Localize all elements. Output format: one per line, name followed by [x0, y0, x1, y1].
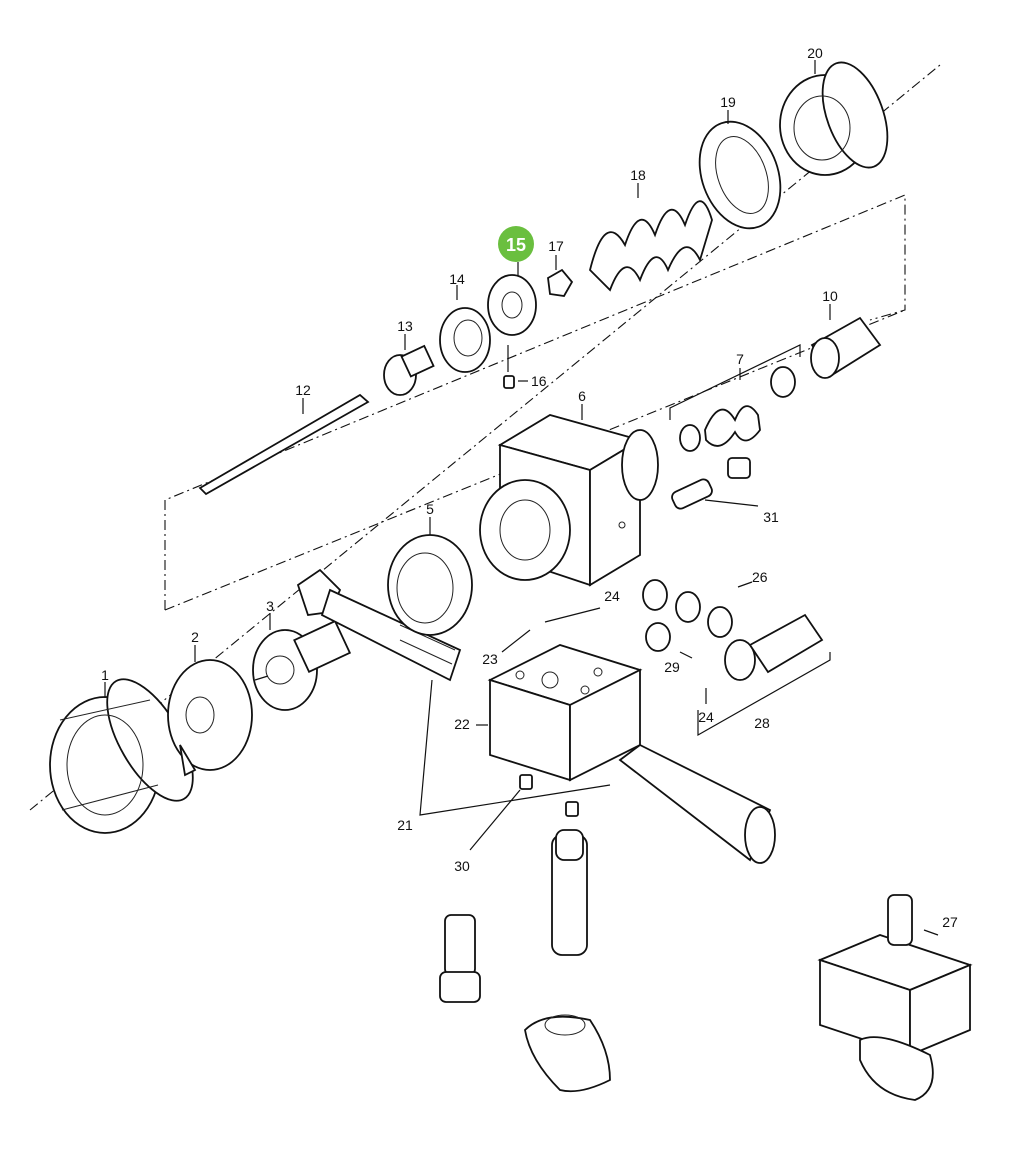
part-14-seat-ring: [439, 307, 491, 373]
part-17-nut: [547, 268, 574, 297]
part-27-assembled-block: [817, 894, 973, 1101]
callout-10: 10: [822, 288, 838, 304]
part-20-knurled-nut: [779, 61, 889, 176]
part-29-plug: [645, 622, 671, 652]
callout-24-bottom: 24: [698, 709, 714, 725]
part-30-set-screws: [519, 774, 579, 817]
part-13-plug: [383, 344, 435, 396]
part-7-spring-assembly: [679, 366, 796, 452]
part-12-needle: [198, 393, 370, 496]
callout-12: 12: [295, 382, 311, 398]
callout-29: 29: [664, 659, 680, 675]
callout-7: 7: [736, 351, 744, 367]
callout-2: 2: [191, 629, 199, 645]
callout-18: 18: [630, 167, 646, 183]
callout-31: 31: [763, 509, 779, 525]
callout-16: 16: [531, 373, 547, 389]
callout-19: 19: [720, 94, 736, 110]
part-18-spring: [589, 200, 713, 292]
part-3-nozzle: [252, 619, 352, 711]
part-28-connector: [724, 613, 824, 681]
part-10-cartridge: [810, 316, 882, 379]
part-5-flange: [387, 534, 473, 636]
callout-20: 20: [807, 45, 823, 61]
callout-labels: 1 2 3 5 6 7 10 12 13 14 16 17 18 19 20 2…: [101, 45, 958, 930]
callout-26: 26: [752, 569, 768, 585]
part-19-ring: [698, 120, 782, 230]
bolt: [296, 568, 462, 682]
pin-assembly: [551, 829, 588, 956]
callout-6: 6: [578, 388, 586, 404]
leader-lines: [104, 60, 939, 936]
center-axis-lines: [29, 64, 941, 811]
callout-5: 5: [426, 501, 434, 517]
part-26-fittings: [642, 579, 733, 638]
callout-17: 17: [548, 238, 564, 254]
callout-24-top: 24: [604, 588, 620, 604]
highlight-badge-label: 15: [506, 235, 526, 255]
part-31-bushings: [671, 457, 751, 510]
highlight-badge-circle: [498, 226, 534, 262]
callout-3: 3: [266, 598, 274, 614]
part-16-grub-screw: [503, 375, 515, 389]
callout-14: 14: [449, 271, 465, 287]
cap-screw: [439, 914, 481, 1003]
callout-1: 1: [101, 667, 109, 683]
highlight-badge-15: 15: [498, 226, 534, 262]
part-2-lock-plate: [167, 659, 253, 777]
part-15-washer: [487, 274, 537, 336]
callout-22: 22: [454, 716, 470, 732]
callout-27: 27: [942, 914, 958, 930]
callout-13: 13: [397, 318, 413, 334]
callout-30: 30: [454, 858, 470, 874]
part-6-valve-body: [479, 414, 659, 587]
part-1-knurled-nut: [49, 678, 194, 834]
callout-21: 21: [397, 817, 413, 833]
part-22-manifold-block: [487, 644, 643, 782]
handle-cylinder: [618, 743, 776, 864]
callout-28: 28: [754, 715, 770, 731]
callout-23: 23: [482, 651, 498, 667]
lever-bracket: [524, 1014, 611, 1093]
